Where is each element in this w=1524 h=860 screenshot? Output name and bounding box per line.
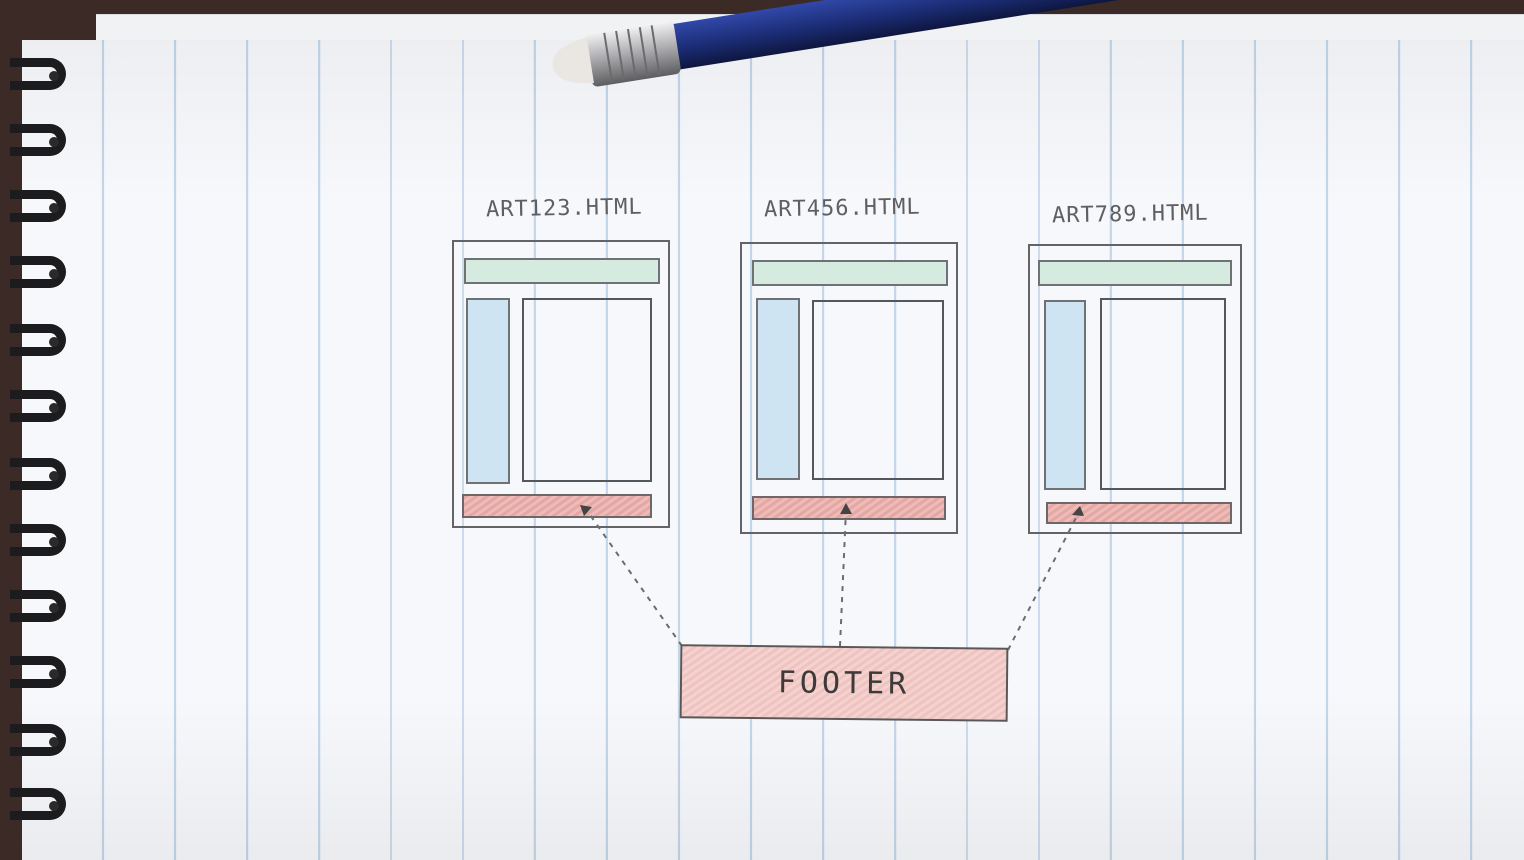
arrowhead-icon: [840, 503, 852, 514]
shared-footer-label: FOOTER: [778, 665, 911, 701]
arrow-to-art456: [840, 510, 846, 646]
arrowhead-icon: [580, 505, 592, 516]
shared-footer-box: FOOTER: [680, 644, 1009, 721]
arrow-to-art123: [588, 512, 682, 646]
arrow-to-art789: [1008, 514, 1078, 650]
arrowhead-icon: [1072, 506, 1084, 516]
